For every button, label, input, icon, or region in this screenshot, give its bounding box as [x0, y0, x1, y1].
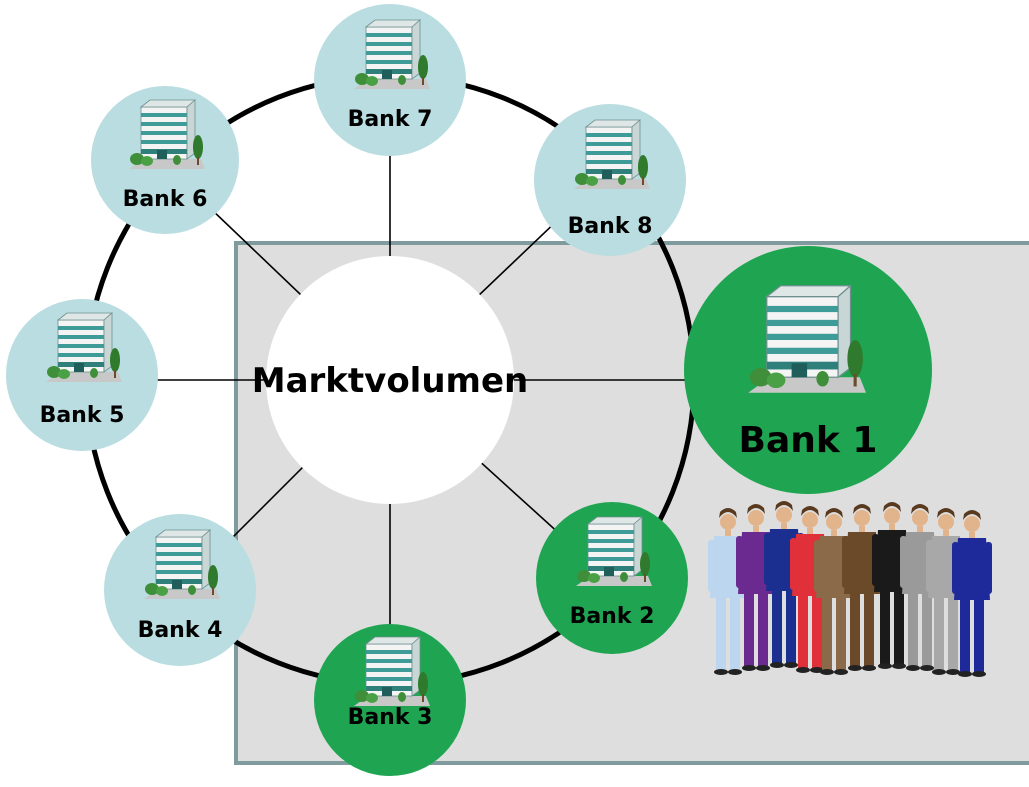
- market-volume-label: Marktvolumen: [252, 361, 528, 401]
- bank-1-label: Bank 1: [739, 420, 878, 461]
- bank-node-4: Bank 4: [104, 514, 256, 666]
- bank-node-8: Bank 8: [534, 104, 686, 256]
- bank-node-7: Bank 7: [314, 4, 466, 156]
- bank-7-label: Bank 7: [348, 107, 433, 132]
- bank-4-label: Bank 4: [138, 618, 223, 643]
- bank-6-label: Bank 6: [123, 187, 208, 212]
- bank-5-label: Bank 5: [40, 403, 125, 428]
- bank-2-label: Bank 2: [570, 604, 655, 629]
- bank-node-5: Bank 5: [6, 299, 158, 451]
- bank-8-label: Bank 8: [568, 214, 653, 239]
- market-volume-node: Marktvolumen: [252, 256, 528, 504]
- bank-node-6: Bank 6: [91, 86, 239, 234]
- bank-node-1: Bank 1: [684, 246, 932, 494]
- bank-node-2: Bank 2: [536, 502, 688, 654]
- bank-node-3: Bank 3: [314, 624, 466, 776]
- bank-3-label: Bank 3: [348, 705, 433, 730]
